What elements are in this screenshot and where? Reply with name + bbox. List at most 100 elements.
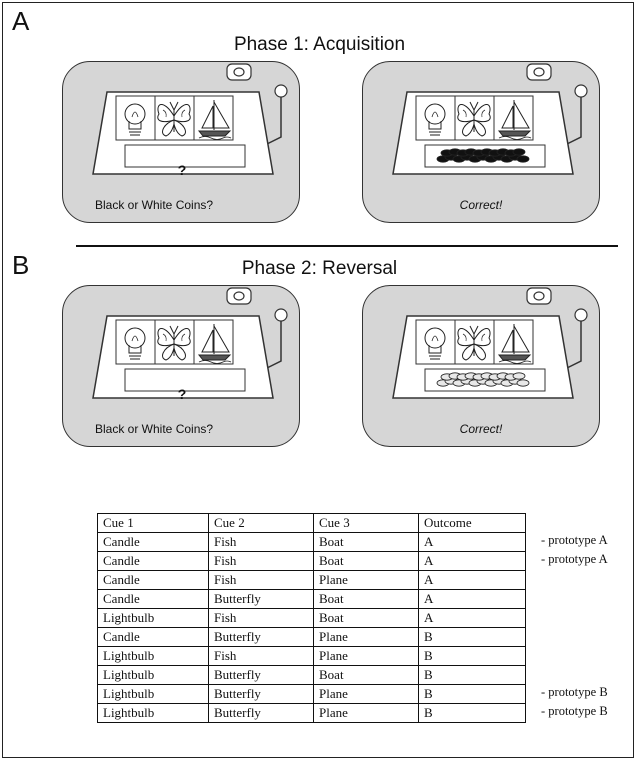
machine-caption: Correct! bbox=[459, 422, 503, 436]
white-coins-icon bbox=[436, 372, 530, 387]
sailboat-icon bbox=[197, 100, 232, 140]
lightbulb-icon bbox=[424, 327, 446, 360]
slot-machine-b-right: Correct! bbox=[362, 285, 600, 447]
table-cell: Butterfly bbox=[208, 627, 314, 647]
lever-knob-icon bbox=[574, 308, 588, 322]
outcome-display bbox=[124, 368, 246, 392]
table-cell: Lightbulb bbox=[97, 646, 209, 666]
table-cell: Candle bbox=[97, 570, 209, 590]
outcome-display bbox=[124, 144, 246, 168]
lever-knob-icon bbox=[274, 308, 288, 322]
table-cell: A bbox=[418, 532, 526, 552]
table-cell: B bbox=[418, 665, 526, 685]
table-cell: Lightbulb bbox=[97, 608, 209, 628]
table-cell: B bbox=[418, 646, 526, 666]
table-cell: Boat bbox=[313, 665, 419, 685]
slot-machine-body bbox=[92, 287, 288, 399]
table-cell: Boat bbox=[313, 608, 419, 628]
table-cell: Fish bbox=[208, 551, 314, 571]
display-question-mark: ? bbox=[177, 162, 187, 178]
table-header-cell: Cue 2 bbox=[208, 513, 314, 533]
display-question-mark: ? bbox=[177, 386, 187, 402]
table-cell: Butterfly bbox=[208, 703, 314, 723]
slot-machine-body bbox=[92, 63, 288, 175]
coin-slot-icon bbox=[533, 67, 545, 77]
panel-b-letter: B bbox=[12, 250, 30, 280]
slot-machine-a-right: Correct! bbox=[362, 61, 600, 223]
table-cell: Fish bbox=[208, 646, 314, 666]
slot-machine-a-left: ? Black or White Coins? bbox=[62, 61, 300, 223]
table-cell: A bbox=[418, 570, 526, 590]
table-cell: Fish bbox=[208, 532, 314, 552]
table-cell: Candle bbox=[97, 551, 209, 571]
prototype-label: - prototype B bbox=[541, 704, 608, 718]
lightbulb-icon bbox=[124, 327, 146, 360]
table-cell: A bbox=[418, 551, 526, 571]
sailboat-icon bbox=[197, 324, 232, 364]
lever-knob-icon bbox=[574, 84, 588, 98]
butterfly-icon bbox=[157, 101, 191, 137]
table-cell: Butterfly bbox=[208, 589, 314, 609]
table-cell: Boat bbox=[313, 532, 419, 552]
panel-a-letter: A bbox=[12, 6, 30, 36]
table-cell: Boat bbox=[313, 589, 419, 609]
table-cell: Boat bbox=[313, 551, 419, 571]
coin-slot-icon bbox=[233, 67, 245, 77]
prototype-label: - prototype B bbox=[541, 685, 608, 699]
lightbulb-icon bbox=[424, 103, 446, 136]
table-cell: Fish bbox=[208, 608, 314, 628]
table-cell: Candle bbox=[97, 532, 209, 552]
coin-slot-icon bbox=[233, 291, 245, 301]
machine-caption: Black or White Coins? bbox=[95, 198, 214, 212]
panel-b-title: Phase 2: Reversal bbox=[241, 258, 398, 279]
table-cell: Lightbulb bbox=[97, 703, 209, 723]
butterfly-icon bbox=[457, 325, 491, 361]
table-cell: A bbox=[418, 608, 526, 628]
table-cell: Butterfly bbox=[208, 665, 314, 685]
table-header-cell: Outcome bbox=[418, 513, 526, 533]
slot-machine-body bbox=[392, 287, 588, 399]
prototype-label: - prototype A bbox=[541, 552, 608, 566]
table-cell: B bbox=[418, 684, 526, 704]
lightbulb-icon bbox=[124, 103, 146, 136]
table-cell: Lightbulb bbox=[97, 684, 209, 704]
table-cell: Lightbulb bbox=[97, 665, 209, 685]
table-cell: A bbox=[418, 589, 526, 609]
table-cell: Plane bbox=[313, 684, 419, 704]
prototype-label: - prototype A bbox=[541, 533, 608, 547]
table-cell: Butterfly bbox=[208, 684, 314, 704]
table-cell: B bbox=[418, 703, 526, 723]
table-cell: Plane bbox=[313, 646, 419, 666]
table-cell: B bbox=[418, 627, 526, 647]
table-cell: Candle bbox=[97, 589, 209, 609]
black-coins-icon bbox=[436, 148, 530, 163]
table-cell: Candle bbox=[97, 627, 209, 647]
table-cell: Plane bbox=[313, 627, 419, 647]
slot-machine-body bbox=[392, 63, 588, 175]
table-header-cell: Cue 3 bbox=[313, 513, 419, 533]
machine-caption: Correct! bbox=[459, 198, 503, 212]
sailboat-icon bbox=[497, 324, 532, 364]
table-header-cell: Cue 1 bbox=[97, 513, 209, 533]
sailboat-icon bbox=[497, 100, 532, 140]
table-cell: Fish bbox=[208, 570, 314, 590]
lever-knob-icon bbox=[274, 84, 288, 98]
butterfly-icon bbox=[457, 101, 491, 137]
machine-caption: Black or White Coins? bbox=[95, 422, 214, 436]
table-cell: Plane bbox=[313, 570, 419, 590]
butterfly-icon bbox=[157, 325, 191, 361]
coin-slot-icon bbox=[533, 291, 545, 301]
panel-a-title: Phase 1: Acquisition bbox=[233, 34, 406, 55]
